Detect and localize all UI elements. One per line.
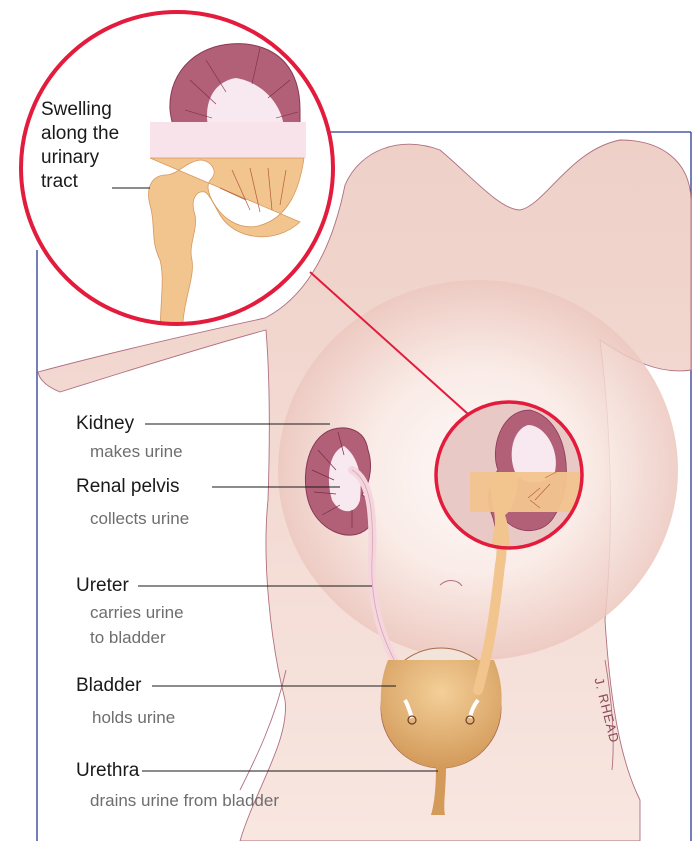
- ureter-desc: to bladder: [90, 627, 166, 649]
- bladder-label: Bladder: [76, 675, 142, 697]
- ureter-label: Ureter: [76, 575, 129, 597]
- kidney-label: Kidney: [76, 413, 134, 435]
- bladder-desc: holds urine: [92, 707, 175, 729]
- kidney-desc: makes urine: [90, 441, 183, 463]
- zoom-callout-line: urinary: [41, 146, 119, 170]
- zoom-callout-line: Swelling: [41, 98, 119, 122]
- ureter-desc: carries urine: [90, 602, 184, 624]
- zoom-callout-text: Swelling along the urinary tract: [41, 98, 119, 194]
- renal-pelvis-label: Renal pelvis: [76, 476, 180, 498]
- urethra-desc: drains urine from bladder: [90, 790, 279, 812]
- zoom-callout-line: tract: [41, 170, 119, 194]
- zoom-callout-line: along the: [41, 122, 119, 146]
- urethra-label: Urethra: [76, 760, 139, 782]
- renal-pelvis-desc: collects urine: [90, 508, 189, 530]
